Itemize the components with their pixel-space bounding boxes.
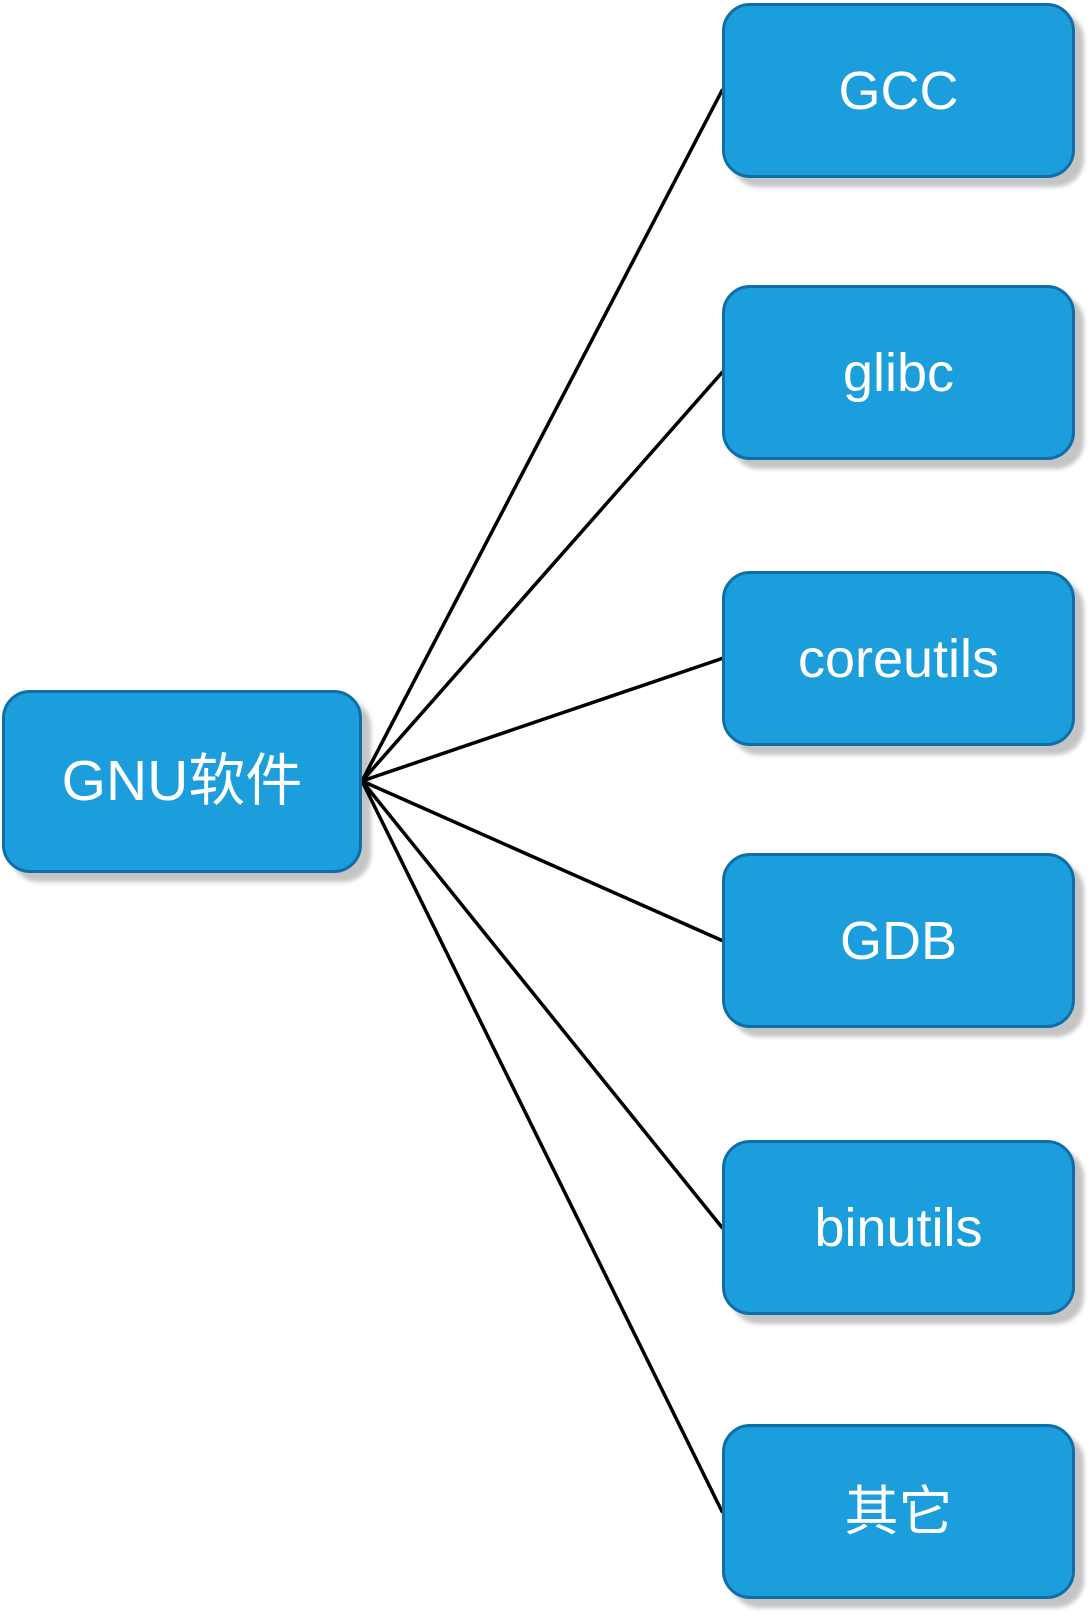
node-other-label: 其它 — [844, 1481, 953, 1542]
node-gcc: GCC — [722, 3, 1075, 178]
connector-root-to-gdb — [360, 779, 724, 943]
node-gnu-software-label: GNU软件 — [61, 749, 303, 813]
connector-root-to-coreutils — [360, 656, 724, 783]
node-binutils-label: binutils — [814, 1197, 983, 1258]
node-gnu-software: GNU软件 — [2, 690, 362, 873]
node-glibc-label: glibc — [842, 342, 955, 403]
node-binutils: binutils — [722, 1140, 1075, 1315]
connector-root-to-gcc — [360, 88, 724, 783]
node-gdb: GDB — [722, 853, 1075, 1028]
connector-root-to-binutils — [360, 779, 724, 1230]
node-other: 其它 — [722, 1424, 1075, 1599]
connector-root-to-other — [360, 779, 724, 1514]
node-gdb-label: GDB — [839, 910, 958, 971]
node-glibc: glibc — [722, 285, 1075, 460]
node-coreutils: coreutils — [722, 571, 1075, 746]
connector-root-to-glibc — [360, 370, 724, 783]
node-coreutils-label: coreutils — [797, 628, 1000, 689]
node-gcc-label: GCC — [838, 60, 959, 121]
